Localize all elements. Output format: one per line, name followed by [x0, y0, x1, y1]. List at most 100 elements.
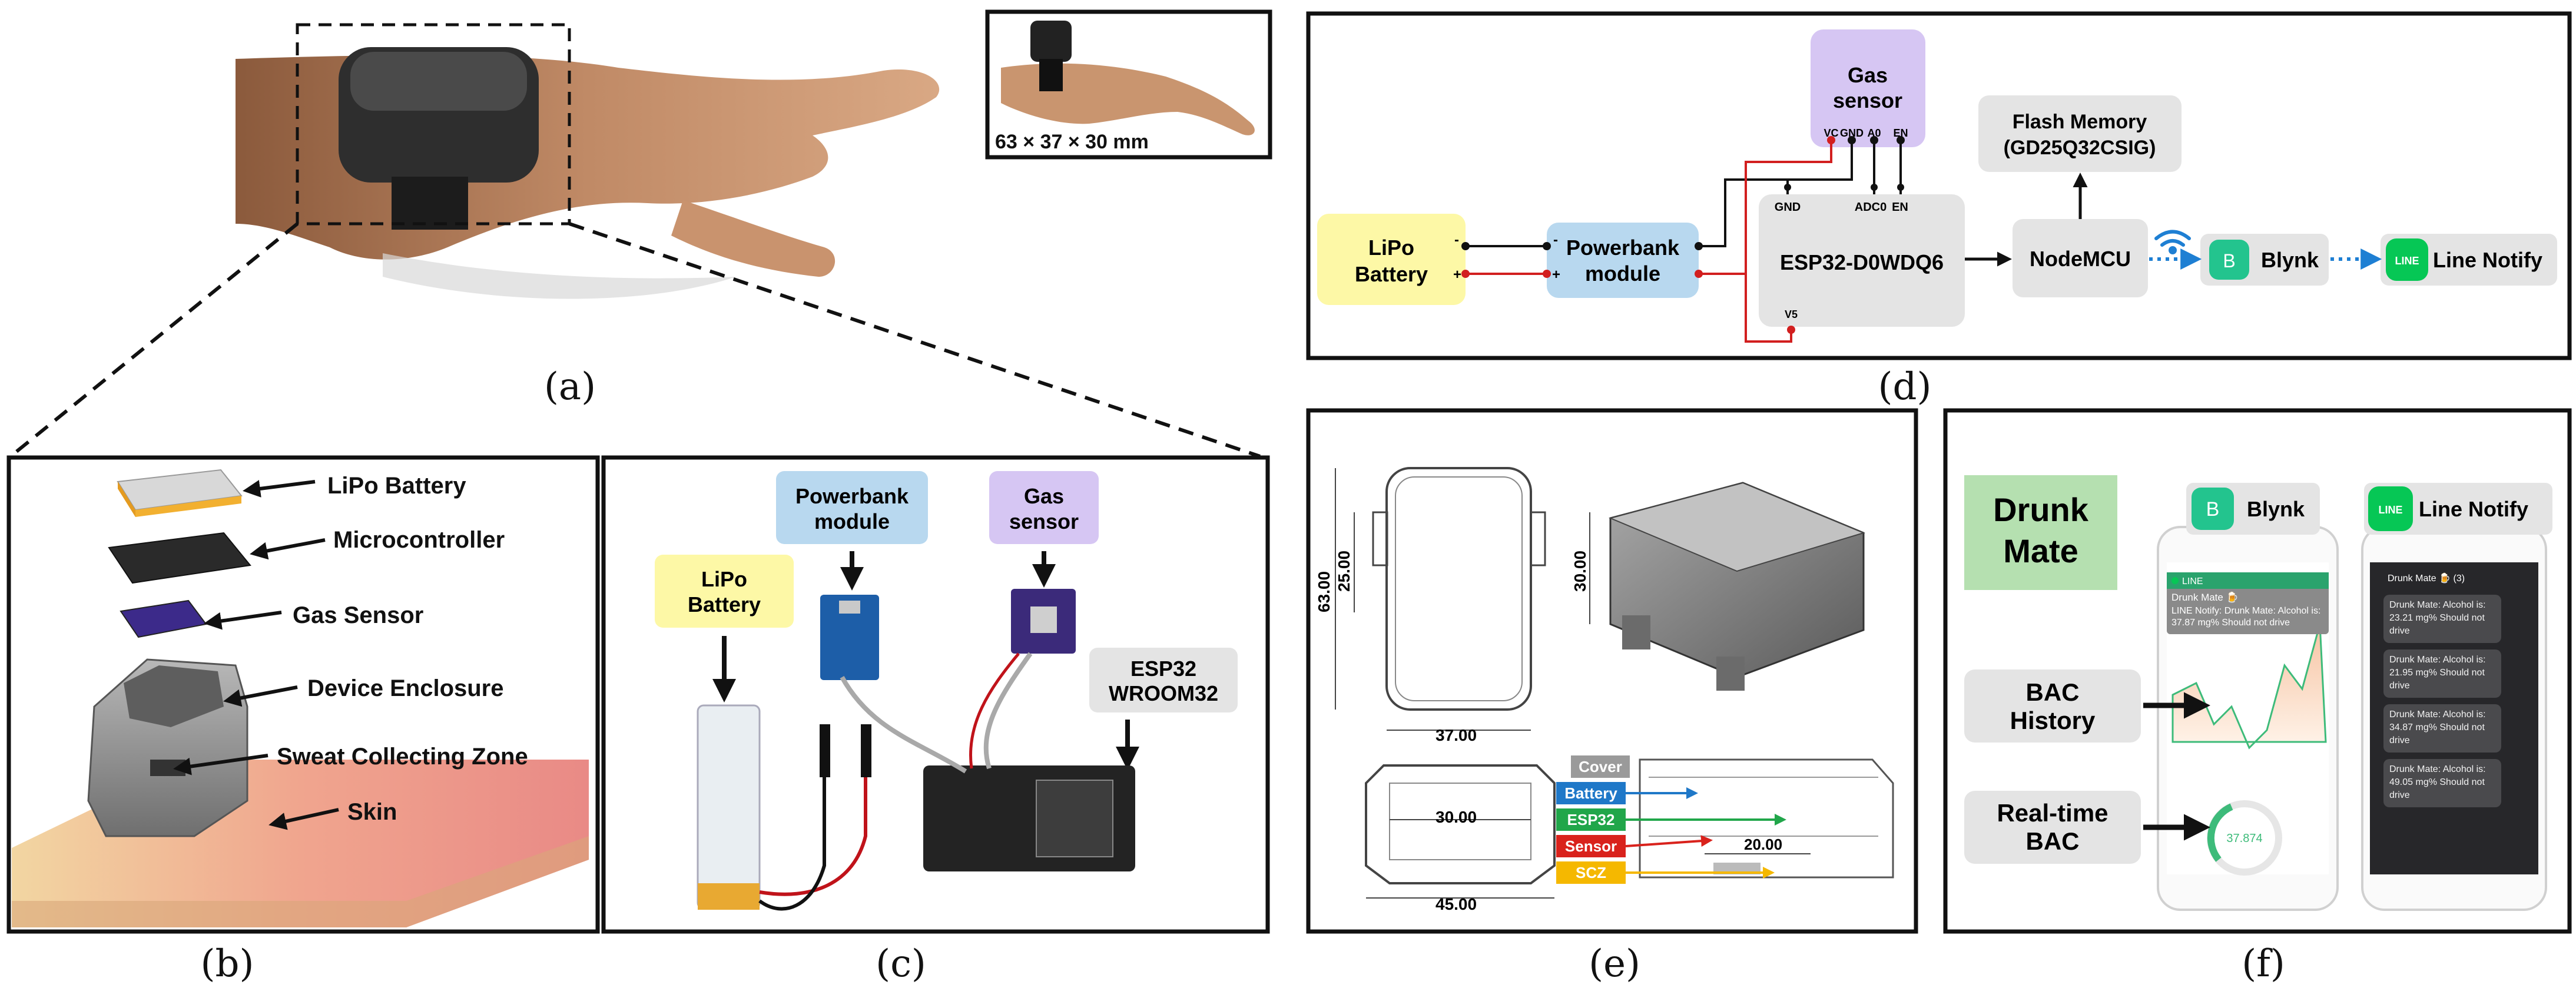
d-flash-line2: (GD25Q32CSIG) [2004, 137, 2156, 159]
d-pin-v5: V5 [1785, 309, 1798, 320]
d-esp-label: ESP32-D0WDQ6 [1780, 250, 1944, 274]
f-message-text: drive [2389, 626, 2410, 636]
f-realtime-line2: BAC [2026, 827, 2080, 855]
arrow-skin [268, 808, 339, 830]
f-bac-history-line1: BAC [2026, 678, 2080, 706]
e-side-section [1639, 758, 1894, 879]
arrow-gas [204, 611, 282, 630]
caption-c: (c) [876, 942, 926, 986]
e-dim-63: 63.00 [1315, 571, 1333, 612]
f-message-text: 49.05 mg% Should not [2389, 777, 2485, 787]
d-sign-minus-r: - [1553, 232, 1558, 248]
c-battery-tab [698, 883, 760, 910]
d-dot-9 [1870, 136, 1878, 144]
f-realtime-box [1964, 791, 2141, 864]
f-blynk-tag-logo [2192, 488, 2234, 530]
arm-shadow [383, 253, 736, 299]
d-dot-4 [1543, 270, 1551, 278]
d-box-esp [1759, 194, 1965, 327]
d-lipo-line1: LiPo [1368, 236, 1414, 260]
enclosure-cavity [124, 665, 224, 727]
c-dupont-1 [820, 724, 830, 777]
caption-b: (b) [200, 942, 254, 986]
d-gas-pin-a0: A0 [1867, 127, 1881, 139]
size-label: 63 × 37 × 30 mm [995, 131, 1149, 153]
e-legend-label: Battery [1564, 784, 1617, 802]
f-gauge-value: 37.874 [2226, 832, 2262, 845]
d-pin-gnd: GND [1775, 201, 1801, 214]
c-esp-line1: ESP32 [1130, 657, 1196, 681]
d-dot-8 [1848, 136, 1856, 144]
e-top-view-inner [1395, 476, 1523, 701]
d-sign-plus-r: + [1552, 267, 1560, 283]
f-line-tag-label: Line Notify [2419, 497, 2528, 521]
d-dot-10 [1897, 136, 1905, 144]
panel-f: Drunk Mate LINE Drunk Mate 🍺 LINE Notify… [1943, 408, 2572, 934]
c-wire-gray2 [983, 652, 1033, 770]
arrow-lipo [243, 480, 316, 498]
e-iso-tab2 [1716, 657, 1745, 691]
wrist-strap [392, 177, 468, 230]
c-lipo-line1: LiPo [701, 567, 747, 591]
c-wire-black [758, 760, 826, 911]
arrow-enclosure [223, 685, 298, 707]
e-legend-label: SCZ [1576, 864, 1606, 881]
e-dim-20: 20.00 [1744, 836, 1782, 853]
zoom-line-left [9, 222, 299, 458]
d-nodemcu-label: NodeMCU [2030, 247, 2131, 271]
d-blynk-label: Blynk [2261, 248, 2319, 272]
e-legend-chip-cover [1571, 755, 1630, 778]
e-dim-30-vert: 30.00 [1571, 551, 1589, 592]
c-box-lipo [655, 555, 794, 628]
f-message-bubble [2383, 704, 2501, 753]
f-bac-history-box [1964, 669, 2141, 743]
inset-strap-photo [1039, 59, 1063, 91]
d-flash-line1: Flash Memory [2013, 111, 2147, 133]
f-notif-body2: 37.87 mg% Should not drive [2171, 618, 2290, 628]
panel-d: LiPo Battery Powerbank module ESP32-D0WD… [1306, 11, 2572, 360]
c-powerbank-usb [839, 601, 860, 614]
f-message-text: Drunk Mate: Alcohol is: [2389, 764, 2486, 774]
wrist-device-top [350, 52, 527, 111]
f-message-bubble [2383, 649, 2501, 698]
caption-f: (f) [2242, 942, 2285, 986]
caption-e: (e) [1589, 942, 1640, 986]
c-gas-line1: Gas [1024, 484, 1064, 508]
c-wire-red2 [969, 652, 1020, 769]
d-lipo-line2: Battery [1355, 262, 1428, 286]
f-notif-line-icon [2171, 577, 2179, 584]
f-notif-body1: LINE Notify: Drunk Mate: Alcohol is: [2171, 606, 2320, 616]
c-box-gas [989, 471, 1099, 544]
arrow-scz [173, 754, 268, 775]
e-legend-chip-esp32 [1556, 808, 1626, 831]
thumb-photo [671, 200, 836, 277]
d-dot-2 [1543, 242, 1551, 250]
d-blynk-logo [2209, 240, 2249, 280]
f-messages: Drunk Mate: Alcohol is: 23.21 mg% Should … [2383, 595, 2501, 807]
label-device-enclosure: Device Enclosure [307, 675, 504, 701]
e-dim-30h: 30.00 [1435, 808, 1477, 826]
label-skin: Skin [347, 799, 397, 825]
d-dot-6 [1695, 270, 1703, 278]
c-wire-red [759, 760, 867, 896]
d-pin-en: EN [1892, 201, 1908, 214]
c-powerbank-line2: module [814, 509, 890, 533]
d-box-flash [1978, 95, 2182, 172]
d-box-gas [1811, 29, 1925, 147]
d-sign-minus-l: - [1454, 232, 1459, 248]
f-message-text: 23.21 mg% Should not [2389, 613, 2485, 623]
caption-a: (a) [543, 365, 596, 409]
d-gas-line2: sensor [1833, 88, 1902, 112]
d-wire-vc-up [1745, 140, 1832, 274]
label-gas-sensor: Gas Sensor [293, 602, 423, 628]
d-powerbank-line2: module [1585, 261, 1660, 286]
panel-c: Powerbank module Gas sensor LiPo Battery… [601, 455, 1270, 934]
d-line-icon: LINE [2395, 255, 2419, 267]
f-gauge-arc [2207, 803, 2233, 862]
f-message-text: drive [2389, 681, 2410, 691]
panel-b: LiPo Battery Microcontroller Gas Sensor … [6, 455, 600, 934]
f-blynk-tag-icon: B [2206, 498, 2220, 521]
battery-cell-edge [118, 482, 135, 517]
e-iso-top [1608, 482, 1865, 572]
